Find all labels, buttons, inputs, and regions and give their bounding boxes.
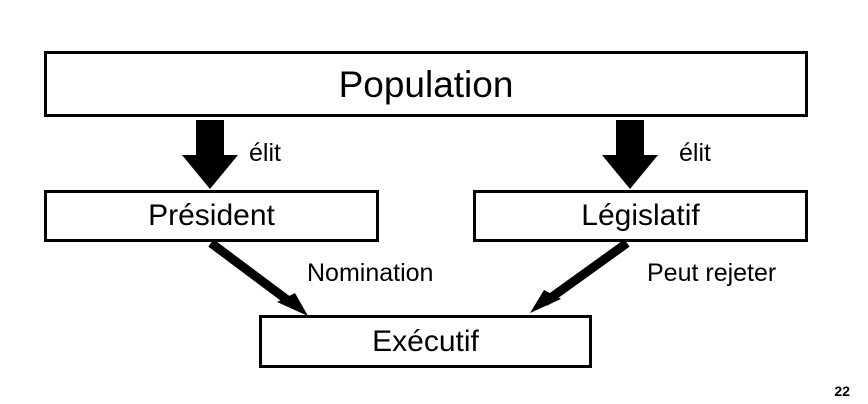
- diagonal-arrow-peut-rejeter-icon: [530, 239, 630, 313]
- edge-label-elit-right: élit: [679, 139, 711, 167]
- diagonal-arrow-nomination-icon: [208, 239, 308, 316]
- page-number: 22: [834, 383, 850, 399]
- node-population-label: Population: [338, 63, 514, 105]
- node-president[interactable]: Président: [44, 190, 379, 242]
- block-arrow-down-right-icon: [602, 120, 658, 189]
- node-president-label: Président: [148, 199, 275, 232]
- edge-label-peut-rejeter: Peut rejeter: [647, 259, 777, 287]
- edge-label-elit-left: élit: [249, 139, 281, 167]
- block-arrow-down-left-icon: [182, 120, 238, 189]
- node-executif-label: Exécutif: [372, 324, 479, 358]
- node-legislatif[interactable]: Législatif: [473, 190, 808, 242]
- node-population[interactable]: Population: [44, 51, 808, 117]
- node-executif[interactable]: Exécutif: [259, 315, 592, 368]
- node-legislatif-label: Législatif: [581, 199, 700, 232]
- edge-label-nomination: Nomination: [307, 259, 434, 287]
